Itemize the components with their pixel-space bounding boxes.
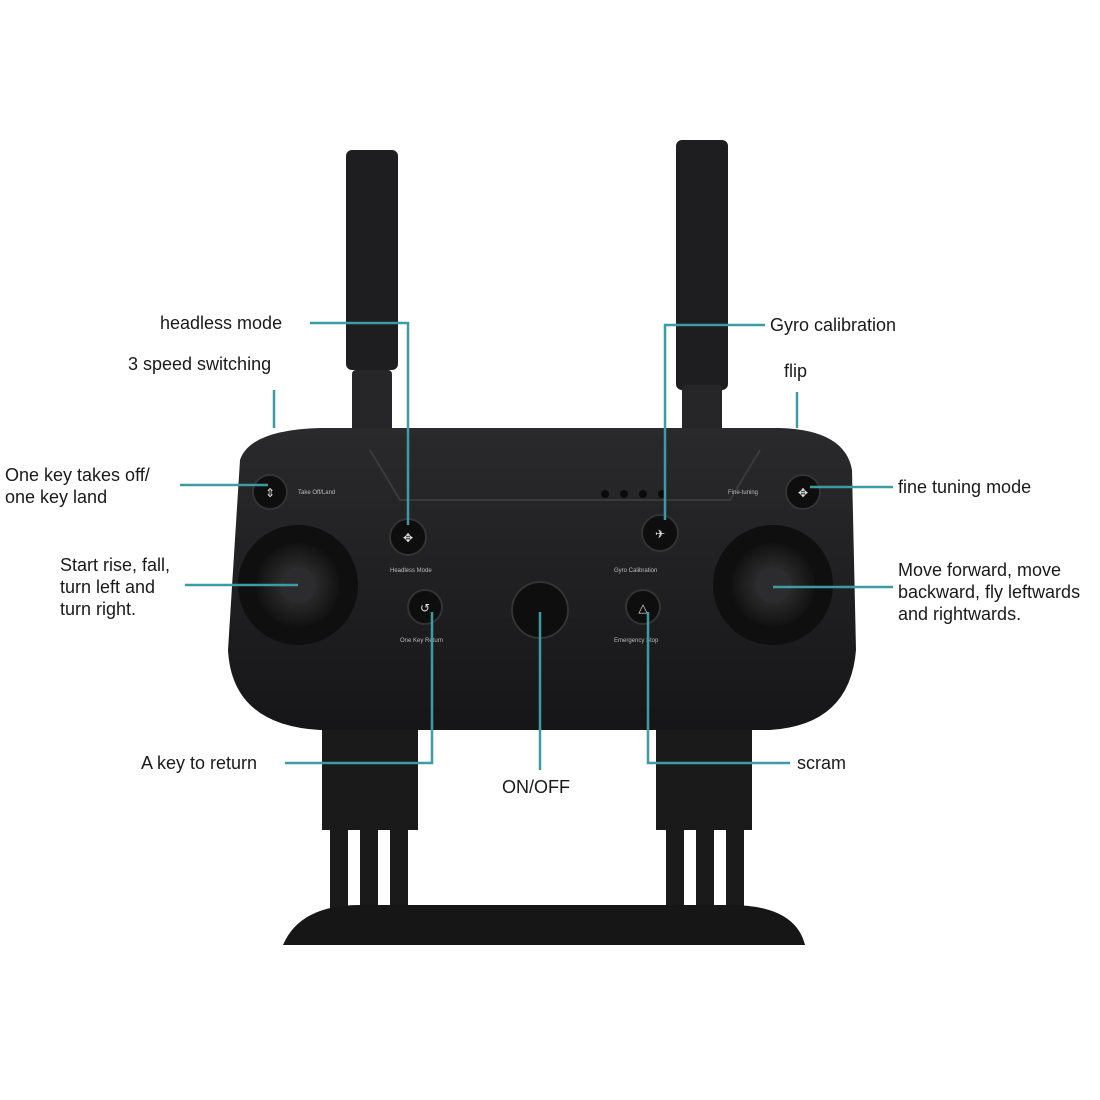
callout-line: one key land bbox=[5, 487, 108, 507]
device-label-fine-tuning: Fine-tuning bbox=[728, 490, 758, 496]
fine-tuning-button[interactable] bbox=[785, 474, 821, 510]
callout-line: One key takes off/ bbox=[5, 465, 150, 485]
leader-lines bbox=[180, 321, 893, 770]
callout-line: turn left and bbox=[60, 577, 156, 597]
right-antenna bbox=[676, 140, 728, 443]
callout-takeoff-land: One key takes off/ one key land bbox=[5, 464, 150, 508]
callout-left-stick: Start rise, fall, turn left and turn rig… bbox=[60, 554, 170, 620]
warning-icon: △ bbox=[638, 601, 648, 615]
callout-on-off: ON/OFF bbox=[502, 777, 570, 797]
gyro-calibration-button[interactable] bbox=[641, 514, 679, 552]
device-label-takeoff: Take Off/Land bbox=[298, 490, 335, 496]
callout-scram: scram bbox=[797, 753, 846, 773]
device-label-return: One Key Return bbox=[400, 638, 443, 644]
callout-line: Move forward, move bbox=[898, 560, 1062, 580]
gyro-icon: ✈ bbox=[655, 527, 665, 541]
controller-body bbox=[228, 428, 856, 730]
callout-line: Start rise, fall, bbox=[60, 555, 171, 575]
return-icon: ↺ bbox=[420, 601, 430, 615]
device-label-gyro: Gyro Calibration bbox=[614, 568, 657, 574]
one-key-return-button[interactable] bbox=[407, 589, 443, 625]
callout-headless-mode: headless mode bbox=[160, 313, 283, 333]
callout-return: A key to return bbox=[141, 753, 258, 773]
stand bbox=[283, 720, 805, 945]
callout-right-stick: Move forward, move backward, fly leftwar… bbox=[898, 559, 1080, 625]
callout-fine-tuning: fine tuning mode bbox=[898, 477, 1032, 497]
status-leds bbox=[601, 490, 666, 498]
callout-gyro: Gyro calibration bbox=[770, 315, 897, 335]
right-joystick[interactable] bbox=[713, 525, 833, 645]
left-antenna bbox=[346, 150, 398, 440]
dpad-icon: ✥ bbox=[798, 486, 808, 500]
device-label-emergency: Emergency Stop bbox=[614, 638, 659, 644]
device-label-headless: Headless Mode bbox=[390, 568, 432, 574]
callout-line: and rightwards. bbox=[898, 604, 1022, 624]
callout-speed-switching: 3 speed switching bbox=[128, 354, 272, 374]
callout-line: turn right. bbox=[60, 599, 137, 619]
dpad-icon: ✥ bbox=[403, 531, 413, 545]
callout-flip: flip bbox=[784, 361, 808, 381]
takeoff-land-button[interactable] bbox=[252, 474, 288, 510]
emergency-stop-button[interactable] bbox=[625, 589, 661, 625]
takeoff-icon: ⇕ bbox=[265, 486, 275, 500]
callout-line: backward, fly leftwards bbox=[898, 582, 1081, 602]
